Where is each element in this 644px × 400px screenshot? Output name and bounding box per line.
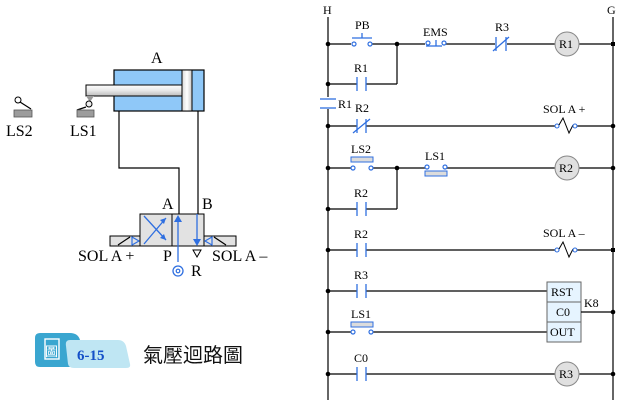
exhaust-icon (192, 249, 202, 259)
solenoid-right-label: SOL A – (212, 248, 268, 265)
limit-switch-ls1: LS1 (70, 96, 97, 140)
svg-text:R1: R1 (338, 97, 352, 111)
ls2-label: LS2 (6, 123, 33, 140)
counter-block: RST C0 OUT K8 (546, 281, 616, 343)
r2-coil: R2 (554, 155, 580, 181)
svg-text:LS2: LS2 (351, 142, 371, 156)
figure-number: 6-15 (77, 348, 105, 364)
sol-a-plus-coil: SOL A + (543, 102, 586, 135)
r3-coil: R3 (554, 361, 580, 387)
counter-out-cell (546, 321, 582, 343)
svg-text:EMS: EMS (423, 25, 448, 39)
figure-badge-icon (44, 338, 60, 360)
directional-valve (109, 213, 237, 262)
svg-text:R1: R1 (559, 37, 573, 51)
svg-text:LS1: LS1 (425, 149, 445, 163)
ls1-label: LS1 (70, 123, 97, 140)
svg-text:SOL A +: SOL A + (543, 102, 586, 116)
r1-rail-contact: R1 (320, 97, 352, 111)
svg-text:R2: R2 (354, 186, 368, 200)
rung-1: PB EMS R3 R1 (325, 18, 615, 57)
figure-caption: 圖 6-15 氣壓迴路圖 (35, 333, 243, 368)
sol-a-minus-coil: SOL A – (543, 226, 586, 259)
svg-text:OUT: OUT (550, 325, 575, 339)
svg-text:RST: RST (551, 285, 574, 299)
svg-text:R1: R1 (354, 61, 368, 75)
port-b-label: B (202, 196, 213, 213)
svg-text:SOL A –: SOL A – (543, 226, 586, 240)
svg-text:PB: PB (355, 18, 370, 32)
piston-rod (85, 84, 183, 97)
ems-contact: EMS (423, 25, 448, 47)
badge-icon-glyph: 圖 (45, 345, 58, 360)
ladder-diagram: H G PB EMS (320, 3, 616, 400)
right-rail-label: G (607, 3, 616, 17)
svg-text:R3: R3 (495, 20, 509, 34)
svg-text:R3: R3 (354, 268, 368, 282)
air-line-a (118, 111, 180, 214)
svg-text:C0: C0 (354, 351, 368, 365)
pneumatic-circuit: A LS2 LS1 A B (6, 50, 268, 280)
left-rail-label: H (323, 3, 332, 17)
rung-5: R3 (325, 268, 547, 298)
svg-text:R2: R2 (355, 101, 369, 115)
pressure-source-icon (172, 265, 184, 277)
r3-nc-contact: R3 (492, 20, 510, 52)
rung-7: C0 R3 (325, 351, 616, 387)
svg-text:R3: R3 (559, 367, 573, 381)
limit-switch-ls2: LS2 (6, 96, 33, 140)
svg-text:LS1: LS1 (351, 307, 371, 321)
svg-text:R2: R2 (354, 227, 368, 241)
rung-6: LS1 (325, 307, 547, 335)
r1-coil: R1 (554, 31, 580, 57)
rung-4: R2 SOL A – (325, 226, 615, 259)
rung-3: LS2 LS1 R2 (325, 142, 616, 181)
port-a-label: A (162, 196, 174, 213)
svg-text:C0: C0 (556, 305, 570, 319)
piston-head (181, 69, 193, 112)
rung-1-seal-in: R1 (325, 44, 398, 91)
ls2-contact: LS2 (350, 142, 374, 171)
rung-2: R2 SOL A + (325, 101, 616, 135)
ls1-contact: LS1 (424, 149, 448, 177)
svg-text:R2: R2 (559, 161, 573, 175)
cylinder-label: A (151, 50, 163, 67)
figure-title: 氣壓迴路圖 (143, 343, 243, 367)
port-p-label: P (163, 248, 172, 265)
port-r-label: R (191, 263, 202, 280)
solenoid-left-label: SOL A + (78, 248, 134, 265)
counter-preset: K8 (584, 296, 599, 310)
pb-contact: PB (351, 18, 373, 47)
rung-3-seal-in: R2 (325, 168, 398, 216)
badge-front (65, 340, 131, 368)
